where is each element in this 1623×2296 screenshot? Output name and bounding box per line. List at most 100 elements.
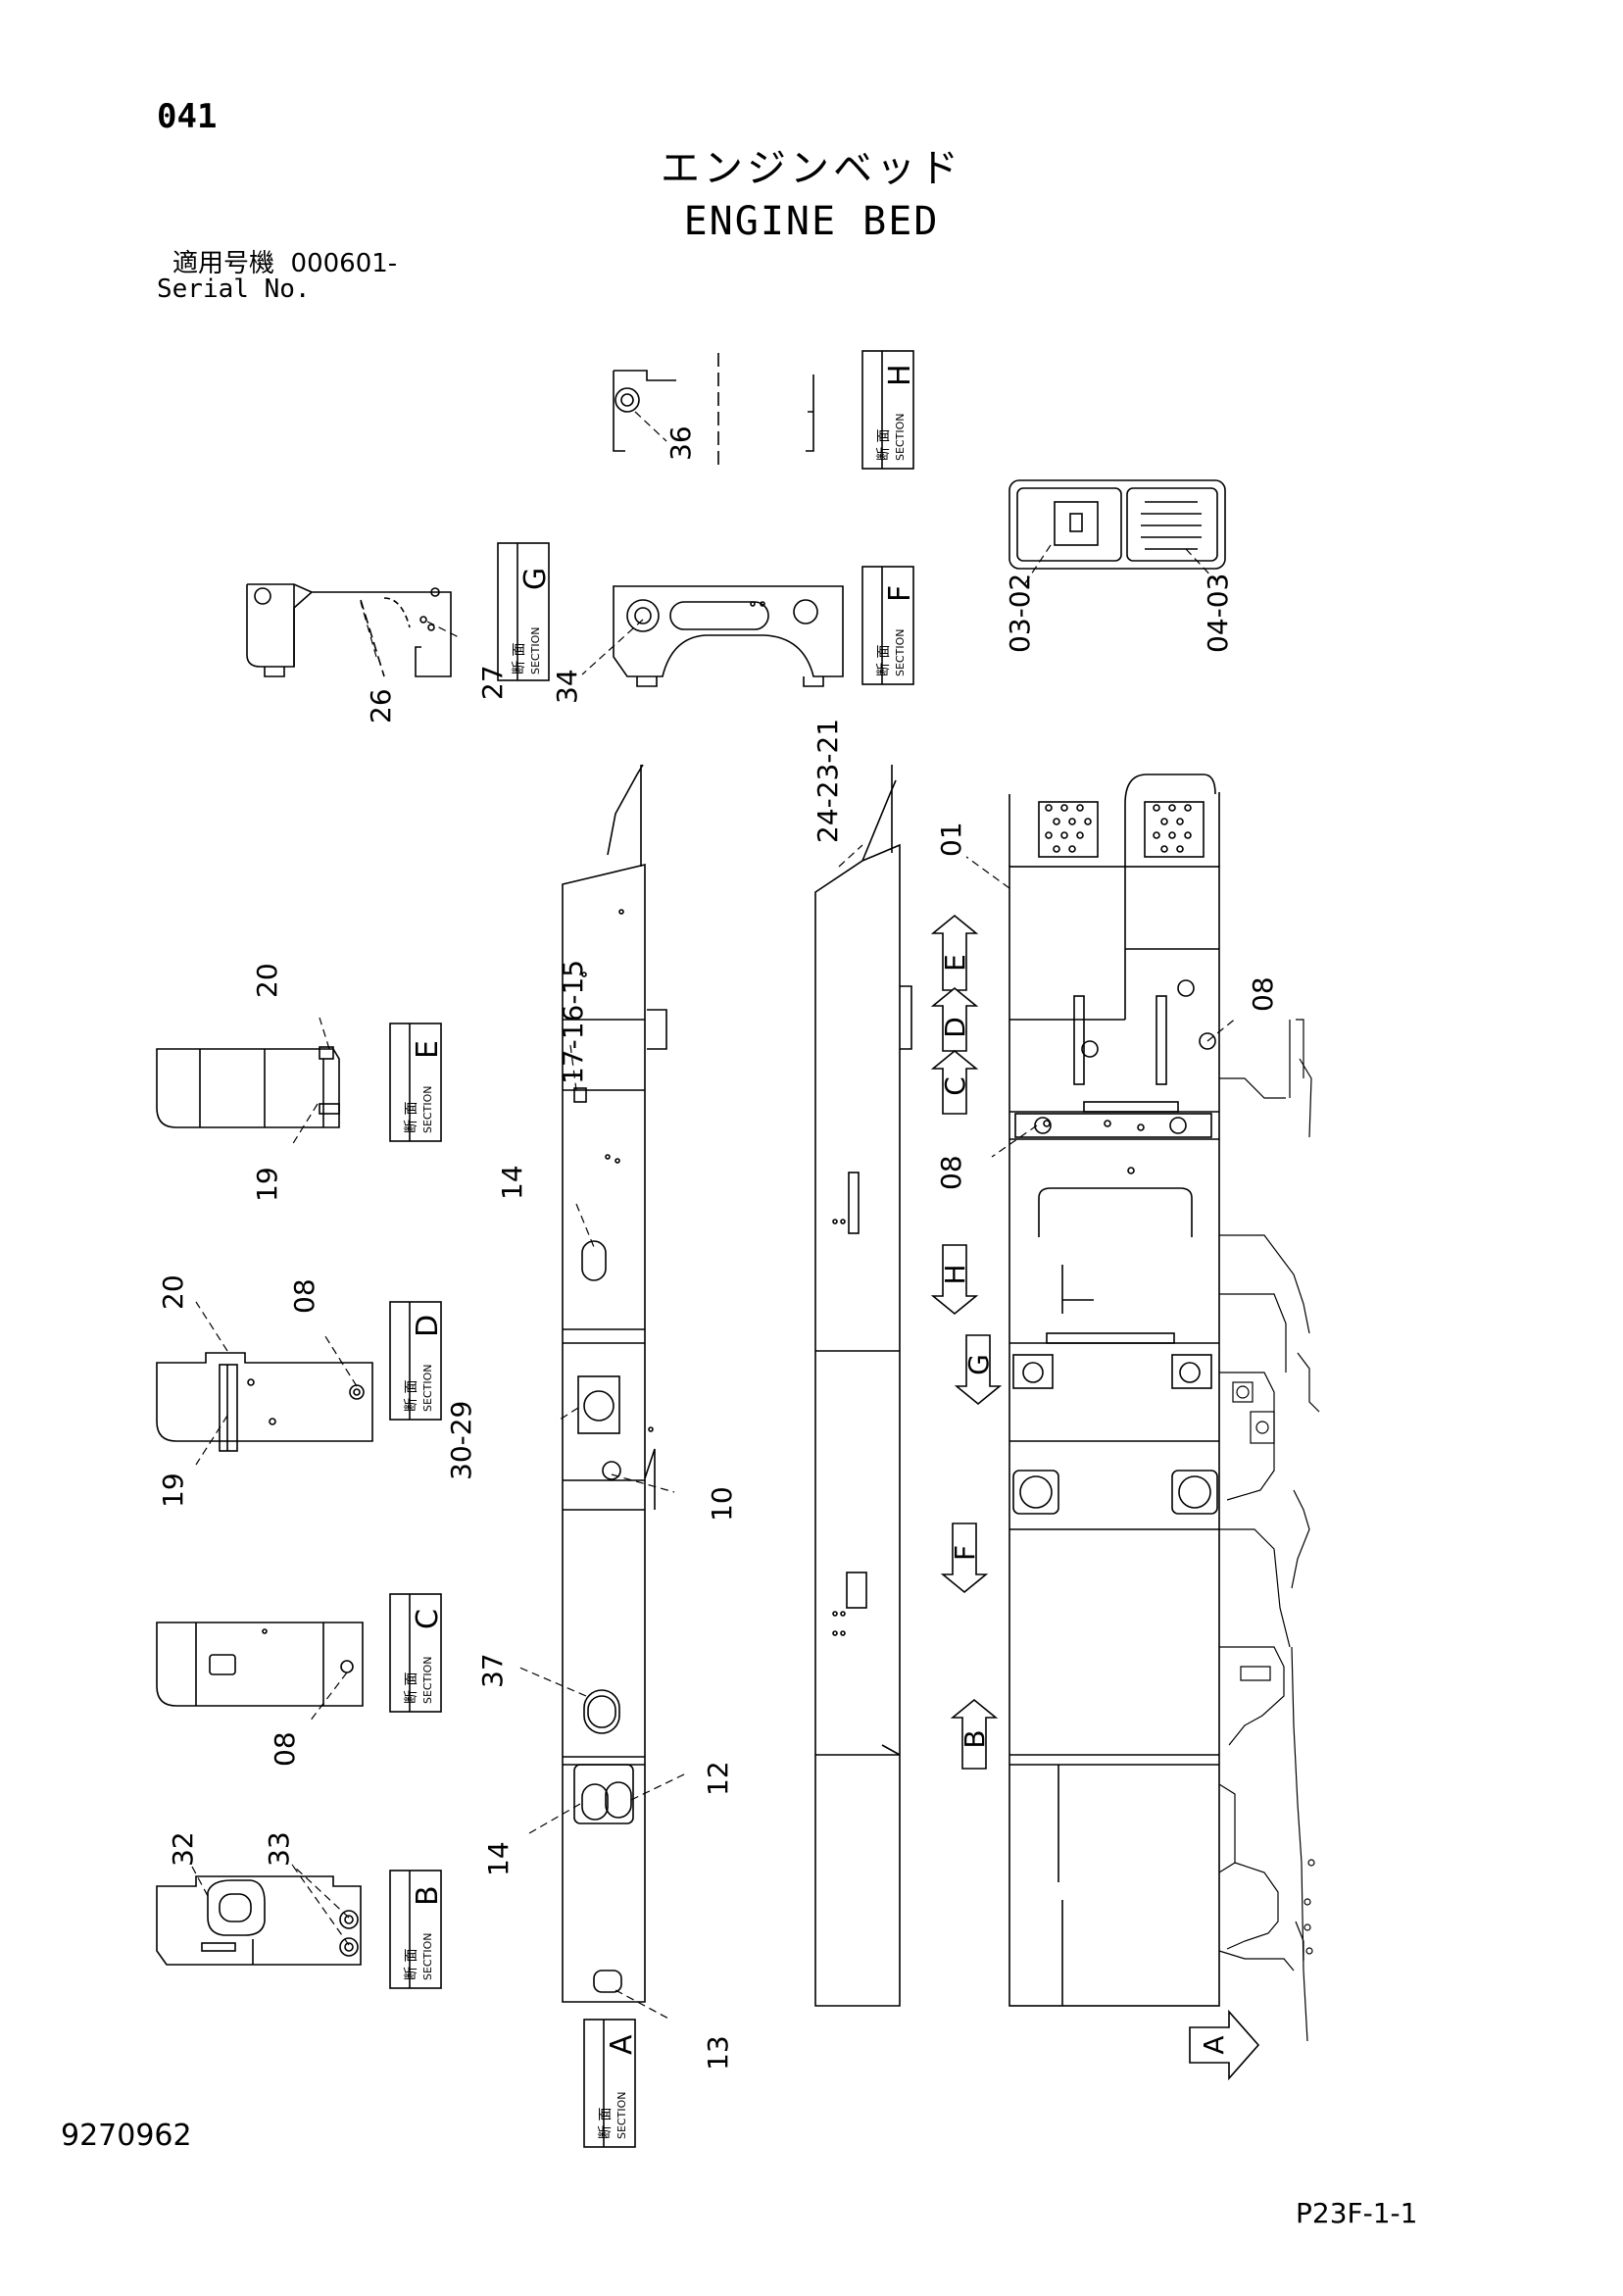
section-tag-a-kanji: 断 面 bbox=[598, 2108, 614, 2139]
section-g-detail bbox=[246, 583, 452, 677]
callout-04-03: 04-03 bbox=[1202, 574, 1234, 653]
callout-24-23-21: 24-23-21 bbox=[812, 719, 844, 843]
callout-27: 27 bbox=[476, 665, 509, 700]
callout-17-16-15: 17-16-15 bbox=[557, 960, 589, 1084]
callout-37: 37 bbox=[476, 1653, 509, 1688]
section-tag-c: 断 面 SECTION C bbox=[404, 1609, 445, 1704]
view-arrows: E D C H G F B A bbox=[930, 914, 1260, 2081]
leader-lines bbox=[191, 411, 1238, 2021]
section-tag-frames bbox=[389, 350, 914, 2148]
callout-20-d: 20 bbox=[157, 1274, 189, 1310]
callout-30-29: 30-29 bbox=[445, 1401, 477, 1480]
section-b-detail bbox=[156, 1875, 362, 1966]
section-tags: 断 面 SECTION H 断 面 SECTION G 断 面 SECTION … bbox=[404, 364, 917, 2139]
section-h-detail bbox=[613, 353, 814, 469]
section-tag-c-letter: C bbox=[411, 1609, 445, 1629]
view-arrow-h-letter: H bbox=[939, 1264, 971, 1284]
document-number: 9270962 bbox=[61, 2119, 192, 2153]
section-tag-d-word: SECTION bbox=[421, 1365, 434, 1412]
callout-03-02: 03-02 bbox=[1004, 574, 1036, 653]
view-arrow-e-letter: E bbox=[939, 954, 971, 972]
callout-26: 26 bbox=[365, 688, 397, 724]
cover-panel-detail bbox=[1008, 479, 1226, 570]
view-arrow-g-letter: G bbox=[962, 1354, 995, 1375]
section-tag-b: 断 面 SECTION B bbox=[404, 1885, 445, 1980]
section-tag-g: 断 面 SECTION G bbox=[512, 568, 553, 674]
serial-value: 000601- bbox=[290, 249, 398, 278]
section-tag-f: 断 面 SECTION F bbox=[876, 585, 917, 676]
callout-19-d: 19 bbox=[157, 1472, 189, 1508]
title-english: ENGINE BED bbox=[683, 199, 940, 244]
callout-10: 10 bbox=[706, 1486, 738, 1522]
section-tag-d: 断 面 SECTION D bbox=[404, 1315, 445, 1412]
section-tag-f-kanji: 断 面 bbox=[876, 645, 892, 676]
section-tag-e: 断 面 SECTION E bbox=[404, 1040, 445, 1133]
view-arrow-a: A bbox=[1189, 2009, 1260, 2081]
section-tag-h-word: SECTION bbox=[894, 414, 907, 461]
engine-bed-top-view bbox=[814, 765, 912, 2007]
callout-32: 32 bbox=[167, 1831, 199, 1867]
section-d-detail bbox=[156, 1352, 373, 1452]
callout-33: 33 bbox=[263, 1831, 295, 1867]
view-arrow-b-letter: B bbox=[959, 1729, 991, 1748]
callouts: 36 26 27 34 03-02 04-03 20 19 17-16-15 1… bbox=[157, 425, 1279, 2071]
section-tag-h-kanji: 断 面 bbox=[876, 429, 892, 461]
view-arrow-f: F bbox=[940, 1522, 989, 1594]
section-tag-e-kanji: 断 面 bbox=[404, 1102, 419, 1133]
section-tag-f-word: SECTION bbox=[894, 629, 907, 676]
section-tag-a-letter: A bbox=[605, 2034, 639, 2055]
section-tag-g-word: SECTION bbox=[529, 627, 542, 674]
callout-12: 12 bbox=[702, 1761, 734, 1796]
engine-bed-side-view bbox=[562, 764, 667, 2003]
section-tag-a-word: SECTION bbox=[615, 2092, 628, 2139]
section-tag-f-letter: F bbox=[883, 585, 917, 602]
sheet-id: P23F-1-1 bbox=[1296, 2197, 1418, 2229]
section-tag-g-letter: G bbox=[518, 568, 553, 590]
section-tag-d-letter: D bbox=[411, 1315, 445, 1337]
machine-outline bbox=[1218, 1019, 1320, 2042]
section-tag-d-kanji: 断 面 bbox=[404, 1380, 419, 1412]
section-tag-h-letter: H bbox=[883, 364, 917, 386]
view-arrow-a-letter: A bbox=[1198, 2035, 1230, 2054]
view-arrow-f-letter: F bbox=[949, 1545, 981, 1561]
view-arrow-c-letter: C bbox=[939, 1076, 971, 1096]
section-tag-c-kanji: 断 面 bbox=[404, 1672, 419, 1704]
callout-08-d: 08 bbox=[288, 1278, 320, 1314]
view-arrow-d-letter: D bbox=[939, 1017, 971, 1038]
section-tag-c-word: SECTION bbox=[421, 1657, 434, 1704]
section-tag-e-letter: E bbox=[411, 1040, 445, 1059]
section-f-detail bbox=[613, 585, 844, 687]
callout-14-lower: 14 bbox=[482, 1841, 515, 1876]
callout-20-e: 20 bbox=[251, 963, 283, 998]
page-number: 041 bbox=[157, 97, 218, 136]
view-arrow-b: B bbox=[950, 1698, 999, 1770]
section-tag-b-kanji: 断 面 bbox=[404, 1949, 419, 1980]
view-arrow-e: E bbox=[930, 914, 979, 991]
callout-14-upper: 14 bbox=[496, 1165, 528, 1200]
engine-bed-plan-view bbox=[1008, 774, 1220, 2007]
section-tag-g-kanji: 断 面 bbox=[512, 643, 527, 674]
view-arrow-g: G bbox=[954, 1334, 1003, 1406]
view-arrow-c: C bbox=[930, 1049, 979, 1115]
view-arrow-d: D bbox=[930, 986, 979, 1052]
serial-label-english: Serial No. bbox=[157, 275, 311, 304]
view-arrow-h: H bbox=[930, 1244, 979, 1316]
callout-36: 36 bbox=[664, 425, 697, 461]
section-tag-h: 断 面 SECTION H bbox=[876, 364, 917, 461]
callout-13: 13 bbox=[702, 2035, 734, 2071]
title-japanese: エンジンベッド bbox=[661, 146, 962, 191]
callout-08-right: 08 bbox=[1247, 976, 1279, 1012]
section-tag-e-word: SECTION bbox=[421, 1086, 434, 1133]
serial-line-japanese: 適用号機 000601- bbox=[172, 251, 397, 276]
callout-19-e: 19 bbox=[251, 1167, 283, 1202]
section-e-detail bbox=[156, 1046, 340, 1128]
callout-34: 34 bbox=[551, 669, 583, 704]
serial-label-jp: 適用号機 bbox=[172, 249, 275, 278]
section-tag-b-word: SECTION bbox=[421, 1933, 434, 1980]
callout-08-c: 08 bbox=[269, 1731, 301, 1767]
callout-08-left: 08 bbox=[935, 1155, 967, 1190]
callout-01: 01 bbox=[935, 822, 967, 857]
section-tag-a: 断 面 SECTION A bbox=[598, 2034, 639, 2139]
section-tag-b-letter: B bbox=[411, 1885, 445, 1906]
